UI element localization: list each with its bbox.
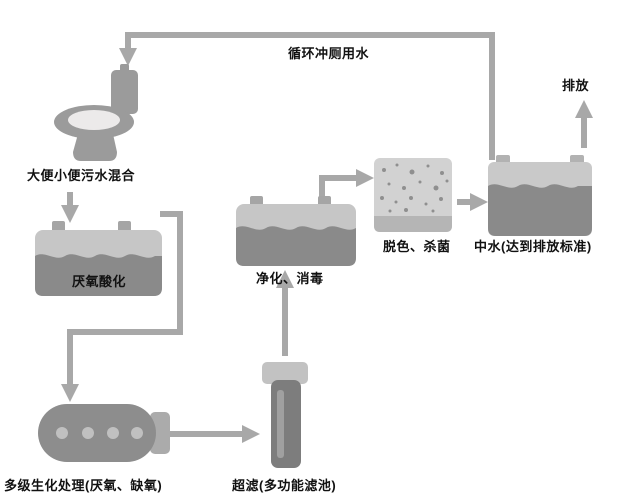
arrow-anaerobic-to-biochemical — [61, 211, 183, 402]
label-biochemical: 多级生化处理(厌氧、缺氧) — [4, 478, 163, 493]
decolor-box — [374, 158, 452, 232]
toilet-icon — [54, 64, 138, 161]
arrow-recycle-loop — [119, 32, 495, 160]
ultrafilter-column — [262, 362, 308, 468]
speckle-dots-icon — [380, 163, 449, 213]
label-discharge: 排放 — [562, 78, 590, 93]
label-anaerobic: 厌氧酸化 — [72, 274, 127, 289]
reclaimed-tank — [488, 155, 592, 236]
anaerobic-tank — [35, 221, 162, 296]
purify-tank — [236, 196, 356, 266]
label-ultrafiltration: 超滤(多功能滤池) — [232, 478, 337, 493]
label-sewage-mix: 大便小便污水混合 — [27, 168, 136, 183]
label-recycle-loop: 循环冲厕用水 — [288, 46, 370, 61]
label-reclaimed: 中水(达到排放标准) — [474, 239, 592, 254]
label-decolor: 脱色、杀菌 — [383, 239, 451, 254]
biochemical-cylinder — [38, 404, 170, 462]
arrow-purify-to-decolor — [319, 169, 374, 204]
label-purify: 净化、消毒 — [256, 271, 324, 286]
flow-arrows — [61, 32, 593, 443]
